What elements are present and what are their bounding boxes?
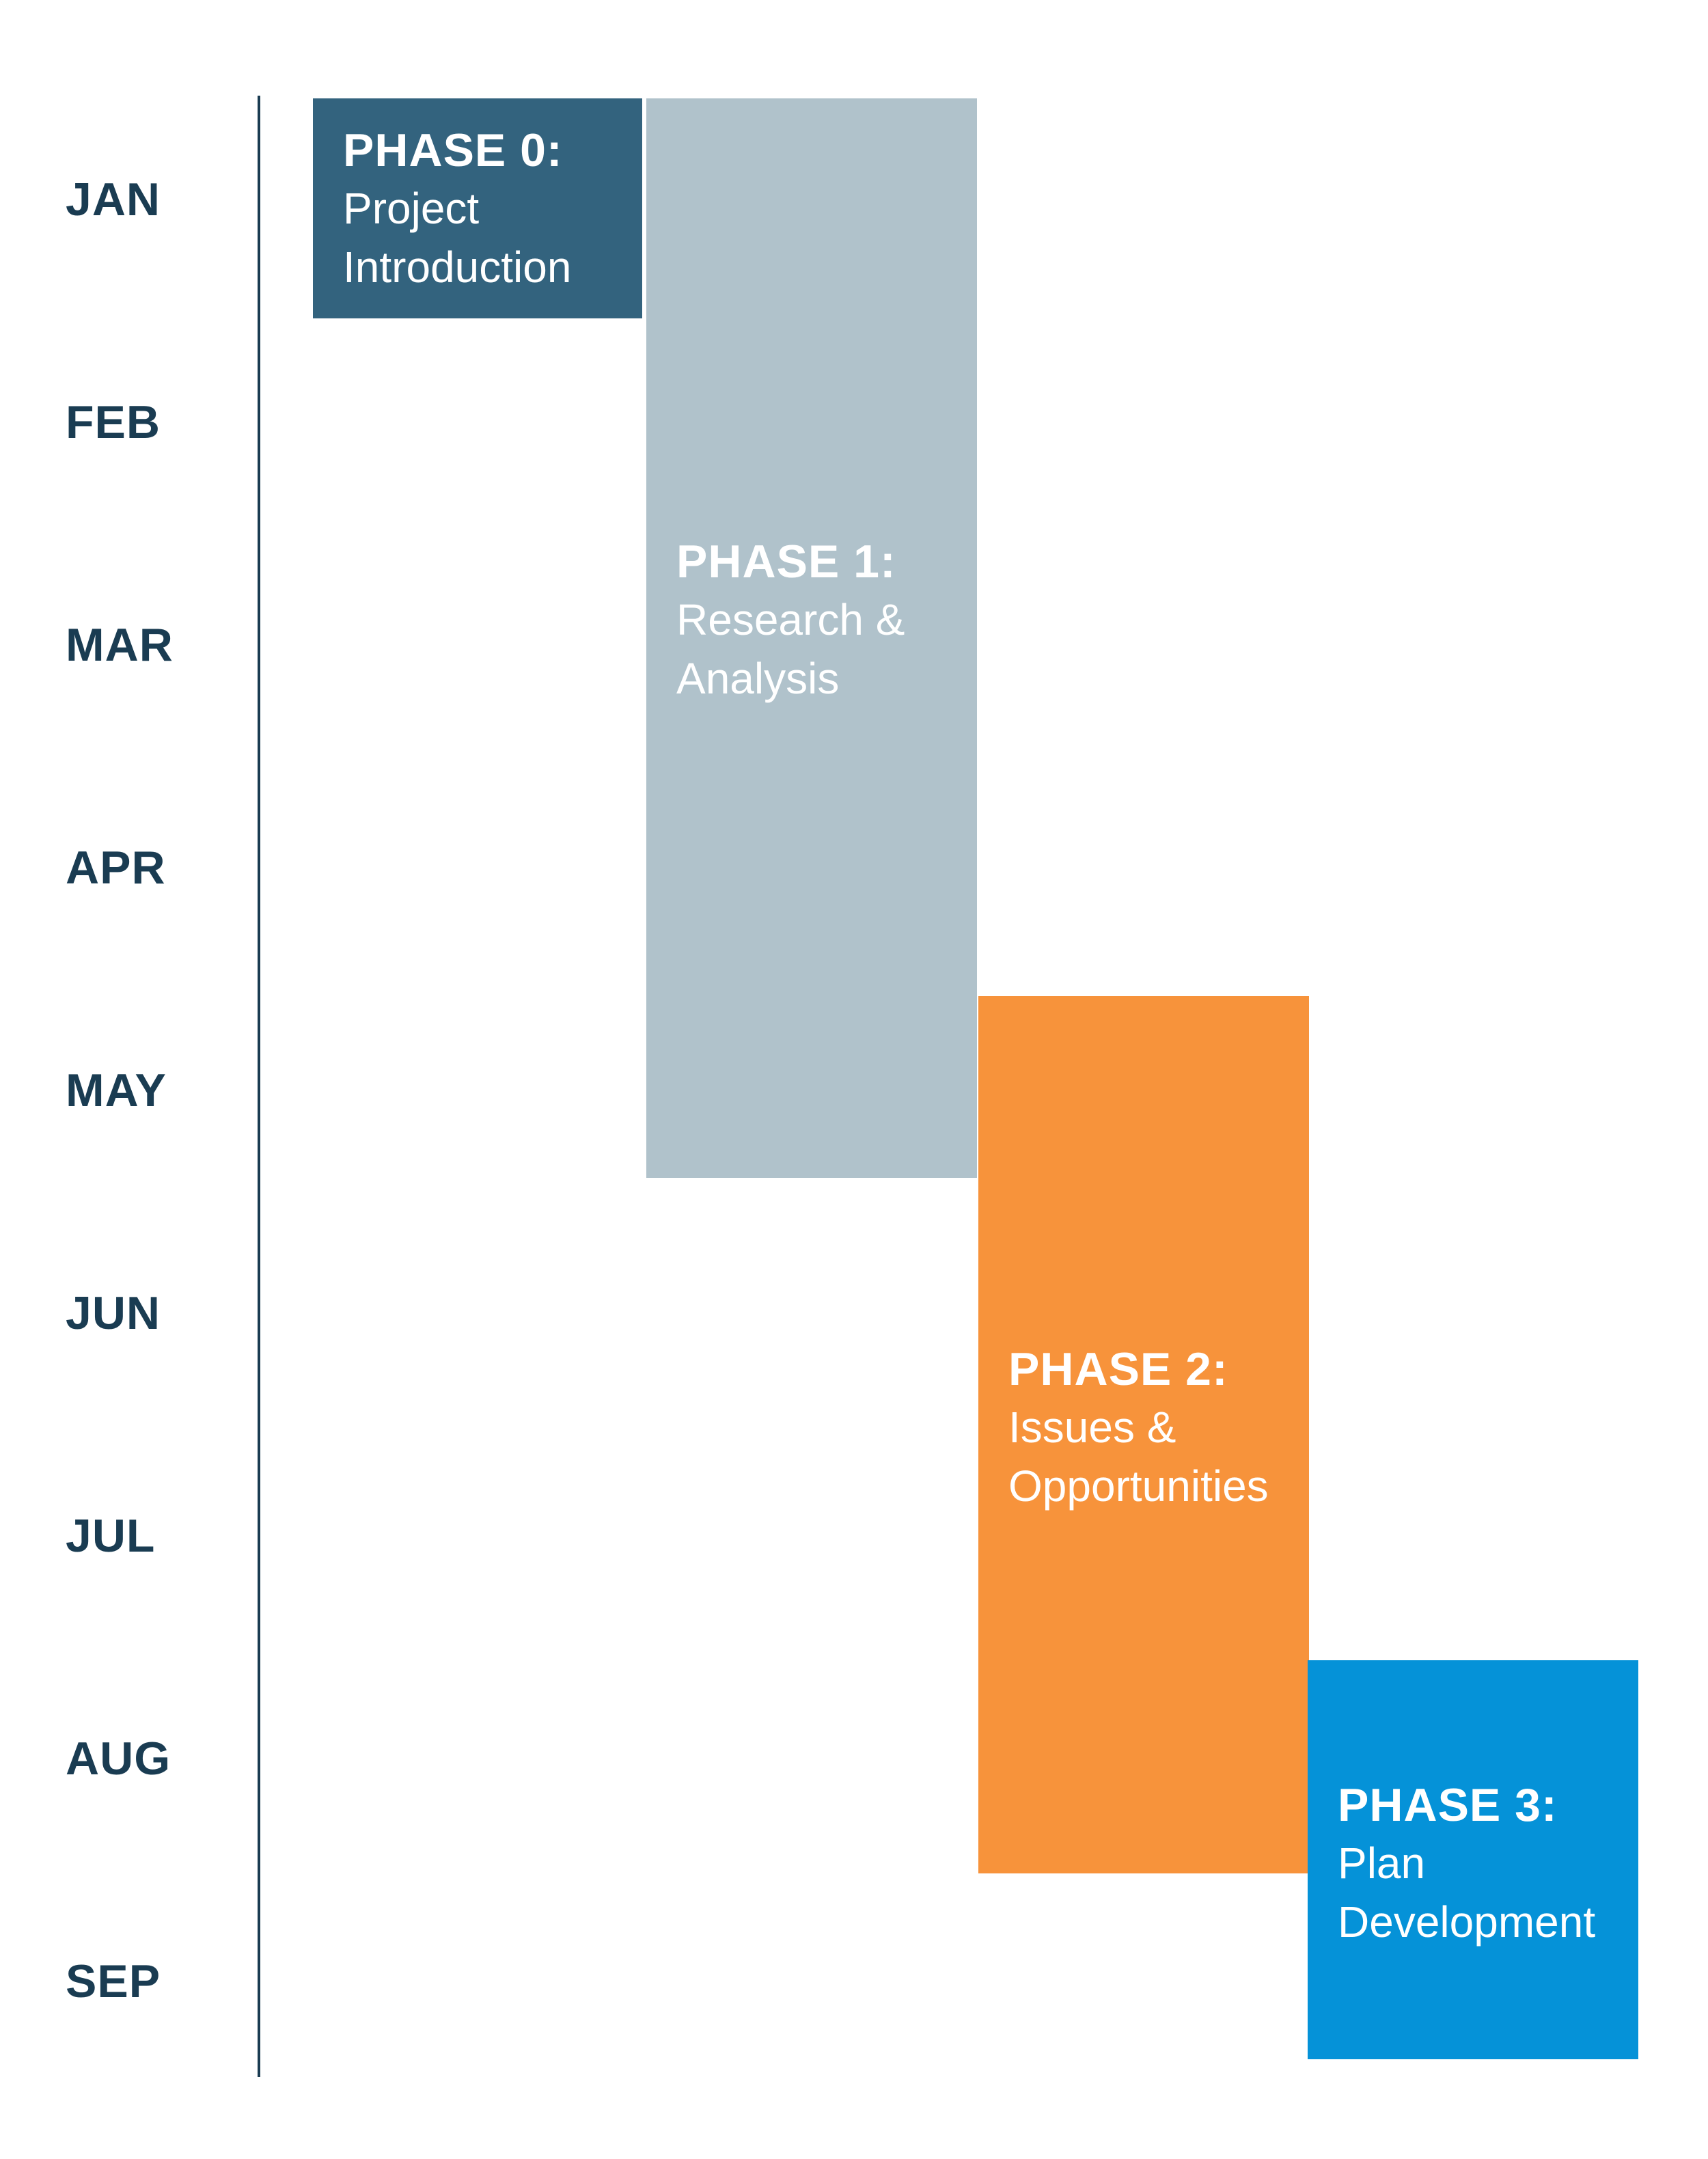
month-label-jan: JAN bbox=[66, 174, 161, 225]
month-label-aug: AUG bbox=[66, 1733, 171, 1785]
phase-3-description: Plan Development bbox=[1338, 1839, 1596, 1947]
month-label-jun: JUN bbox=[66, 1287, 161, 1339]
phase-1-text: PHASE 1: Research & Analysis bbox=[676, 533, 963, 708]
phase-3-block: PHASE 3: Plan Development bbox=[1308, 1660, 1638, 2059]
month-label-jul: JUL bbox=[66, 1510, 156, 1562]
phase-3-text: PHASE 3: Plan Development bbox=[1338, 1776, 1625, 1951]
month-label-sep: SEP bbox=[66, 1955, 161, 2007]
phase-3-heading: PHASE 3: bbox=[1338, 1779, 1558, 1831]
phase-0-heading: PHASE 0: bbox=[343, 124, 563, 176]
month-label-feb: FEB bbox=[66, 396, 161, 448]
month-label-may: MAY bbox=[66, 1064, 167, 1116]
phase-2-heading: PHASE 2: bbox=[1008, 1343, 1228, 1395]
phase-1-block: PHASE 1: Research & Analysis bbox=[646, 98, 977, 1178]
timeline-axis-line bbox=[258, 96, 260, 2077]
phase-2-block: PHASE 2: Issues & Opportunities bbox=[978, 996, 1309, 1873]
phase-0-block: PHASE 0: Project Introduction bbox=[313, 98, 642, 318]
phase-1-heading: PHASE 1: bbox=[676, 536, 896, 588]
month-label-mar: MAR bbox=[66, 619, 174, 671]
month-label-apr: APR bbox=[66, 842, 166, 894]
phase-2-text: PHASE 2: Issues & Opportunities bbox=[1008, 1340, 1295, 1515]
phase-0-text: PHASE 0: Project Introduction bbox=[343, 122, 629, 297]
phase-1-description: Research & Analysis bbox=[676, 595, 905, 703]
phase-2-description: Issues & Opportunities bbox=[1008, 1403, 1269, 1511]
phase-0-description: Project Introduction bbox=[343, 184, 572, 292]
